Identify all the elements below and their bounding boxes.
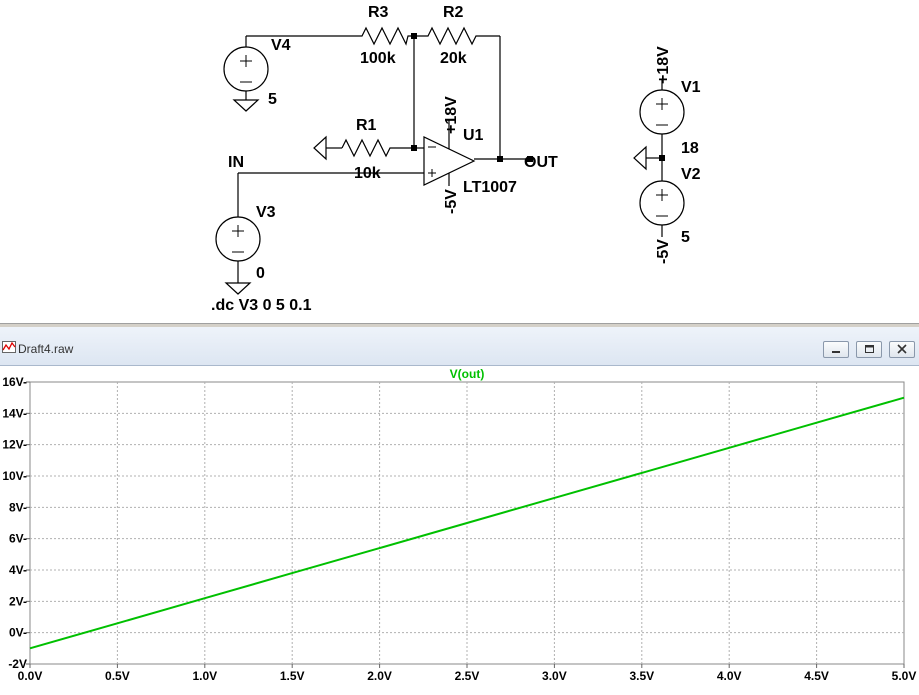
ground-icon	[313, 135, 327, 161]
v4-name-label: V4	[271, 37, 291, 54]
r1-resistor-symbol	[341, 138, 414, 158]
y-tick-label: 8V-	[9, 500, 27, 514]
r3-name-label: R3	[368, 4, 389, 21]
restore-button[interactable]	[856, 341, 882, 358]
v4-value-label: 5	[268, 91, 277, 108]
r2-resistor-symbol	[414, 26, 500, 46]
ground-icon	[232, 99, 260, 112]
v2-value-label: 5	[681, 229, 690, 246]
y-tick-label: 16V-	[2, 375, 27, 389]
net-out-label: OUT	[524, 154, 558, 171]
u1-pos-supply-label: +18V	[443, 96, 460, 134]
u1-neg-supply-label: -5V	[443, 189, 460, 214]
x-tick-label: 2.5V	[455, 669, 480, 683]
dc-sweep-directive[interactable]: .dc V3 0 5 0.1	[211, 297, 312, 314]
x-tick-label: 4.0V	[717, 669, 742, 683]
waveform-icon	[2, 341, 16, 353]
v1-value-label: 18	[681, 140, 699, 157]
v3-name-label: V3	[256, 204, 276, 221]
window-title: Draft4.raw	[18, 342, 74, 356]
v2-source-symbol	[639, 180, 685, 226]
x-tick-label: 1.5V	[280, 669, 305, 683]
waveform-title-bar[interactable]: Draft4.raw	[0, 327, 919, 366]
ground-icon	[633, 145, 647, 171]
u1-name-label: U1	[463, 127, 484, 144]
u1-value-label: LT1007	[463, 179, 517, 196]
x-tick-label: 1.0V	[192, 669, 217, 683]
y-tick-label: 14V-	[2, 406, 27, 420]
waveform-window[interactable]: Draft4.raw 0.0V 0.5V 1.0V 1.5V 2.0V 2.5V 3.0V 3…	[0, 327, 919, 695]
minimize-button[interactable]	[823, 341, 849, 358]
y-tick-label: 0V-	[9, 626, 27, 640]
x-tick-label: 0.0V	[18, 669, 43, 683]
x-tick-label: 2.0V	[367, 669, 392, 683]
v3-value-label: 0	[256, 265, 265, 282]
x-tick-label: 5.0V	[892, 669, 917, 683]
y-tick-label: 10V-	[2, 469, 27, 483]
r2-value-label: 20k	[440, 50, 467, 67]
series-line-vout[interactable]	[29, 396, 905, 650]
net-in-label: IN	[228, 154, 244, 171]
close-icon	[897, 344, 907, 354]
r1-name-label: R1	[356, 117, 377, 134]
y-tick-label: 12V-	[2, 438, 27, 452]
x-tick-label: 3.0V	[542, 669, 567, 683]
v2-name-label: V2	[681, 166, 701, 183]
trace-title-label[interactable]: V(out)	[450, 367, 485, 381]
pane-divider[interactable]	[0, 323, 919, 328]
v1-net-label: +18V	[655, 46, 672, 84]
r3-resistor-symbol	[356, 26, 414, 46]
v4-source-symbol	[223, 46, 269, 92]
close-button[interactable]	[889, 341, 915, 358]
r2-name-label: R2	[443, 4, 464, 21]
v1-name-label: V1	[681, 79, 701, 96]
x-tick-label: 3.5V	[629, 669, 654, 683]
y-tick-label: 6V-	[9, 532, 27, 546]
v2-net-label: -5V	[655, 239, 672, 264]
schematic-canvas[interactable]: R3 100k R2 20k R1 10k V4 5 V3 0 IN OUT U…	[0, 0, 919, 323]
v3-source-symbol	[215, 216, 261, 262]
minimize-icon	[832, 351, 840, 353]
x-tick-label: 0.5V	[105, 669, 130, 683]
y-tick-label: 2V-	[9, 594, 27, 608]
y-tick-label: -2V	[8, 657, 27, 671]
waveform-plot[interactable]: 0.0V 0.5V 1.0V 1.5V 2.0V 2.5V 3.0V 3.5V 4.0V 4.5V…	[0, 365, 919, 695]
y-tick-label: 4V-	[9, 563, 27, 577]
x-tick-label: 4.5V	[804, 669, 829, 683]
restore-icon	[865, 345, 874, 353]
v1-source-symbol	[639, 89, 685, 135]
r3-value-label: 100k	[360, 50, 396, 67]
r1-value-label: 10k	[354, 165, 381, 182]
ground-icon	[224, 282, 252, 295]
